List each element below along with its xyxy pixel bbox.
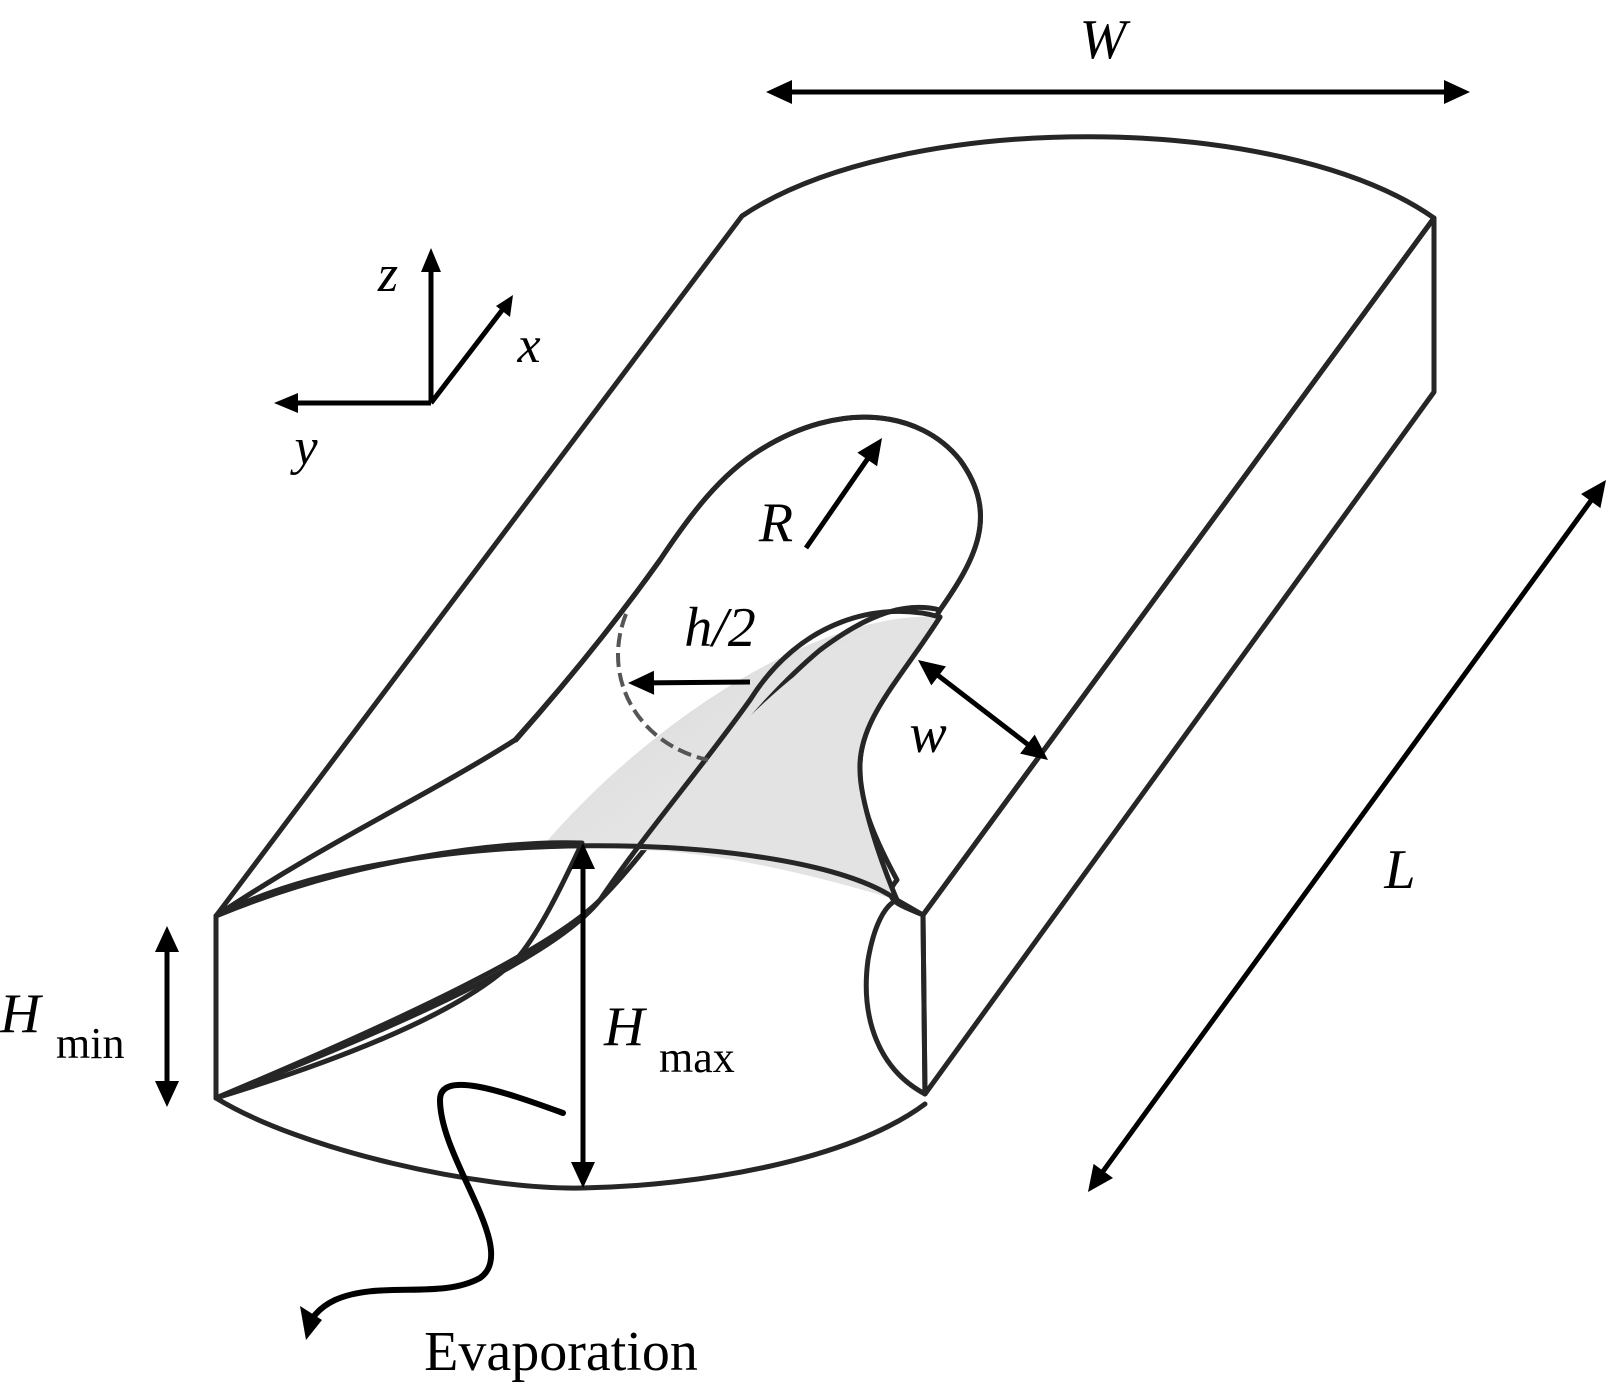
meniscus-front-edge <box>213 843 900 919</box>
axes <box>274 248 513 413</box>
width-dimension-head-start <box>766 80 792 104</box>
meniscus-wall-line <box>213 608 943 1101</box>
evaporation-arrowhead <box>300 1306 322 1340</box>
length-dimension-head-end <box>1581 480 1606 509</box>
evaporation-label: Evaporation <box>424 1321 698 1383</box>
length-dimension-line <box>1097 494 1597 1178</box>
h-min-dimension-head-start <box>155 926 179 952</box>
length-label: L <box>1383 839 1415 901</box>
h-min-label: H <box>0 983 43 1045</box>
z-axis-head <box>421 248 441 272</box>
h-max-dimension-head-end <box>571 1162 595 1188</box>
h-min-subscript: min <box>56 1019 124 1068</box>
half-h-arrow-line <box>647 679 751 686</box>
right-wall-inner-edge <box>857 614 943 903</box>
radius-arrow-head-end <box>857 438 882 467</box>
h-max-dimension-head-start <box>571 843 595 869</box>
half-h-arrow-head-end <box>628 670 655 695</box>
y-axis-head <box>274 393 298 413</box>
w-dimension-head-end <box>1020 734 1048 760</box>
trench-lit-region <box>635 616 940 900</box>
x-axis-label: x <box>516 317 540 374</box>
radius-label: R <box>758 492 793 554</box>
evaporation-squiggle <box>307 1081 566 1328</box>
w-dimension-line <box>932 670 1034 750</box>
z-axis-label: z <box>377 246 398 303</box>
half-h-label: h/2 <box>684 597 756 659</box>
dimension-arrows <box>155 80 1606 1192</box>
w-dimension-head-start <box>918 660 946 686</box>
x-axis-line <box>429 307 505 405</box>
meniscus-inner-curve <box>513 557 663 743</box>
width-label: W <box>1080 9 1131 71</box>
h-max-label: H <box>603 996 647 1058</box>
right-side-face <box>920 215 1437 1097</box>
y-axis-label: y <box>289 419 318 476</box>
bottom-edge <box>213 1095 928 1191</box>
h-half-dashed-arc <box>616 613 709 762</box>
h-min-dimension-head-end <box>155 1081 179 1107</box>
h-max-subscript: max <box>659 1033 735 1082</box>
radius-arrow-line <box>803 453 873 550</box>
w-label: w <box>909 703 946 765</box>
front-face-right <box>863 897 928 1097</box>
x-axis-head <box>496 295 513 317</box>
length-dimension-head-start <box>1088 1163 1113 1192</box>
width-dimension-head-end <box>1444 80 1470 104</box>
